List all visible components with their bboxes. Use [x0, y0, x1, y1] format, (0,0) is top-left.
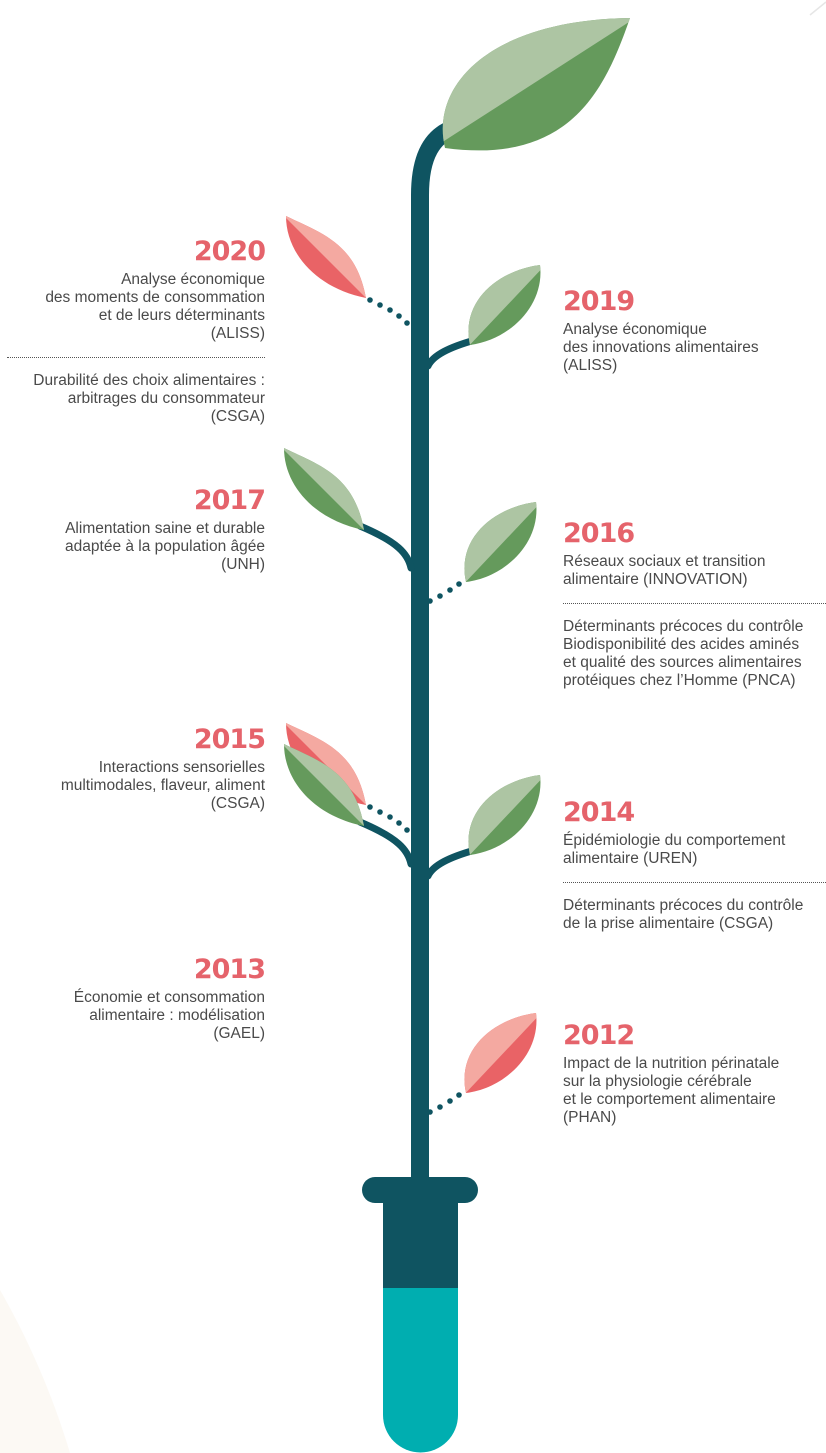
- text-line: Analyse économique: [121, 271, 265, 288]
- text-line: et de leurs déterminants: [98, 307, 265, 324]
- text-line: Économie et consommation: [73, 989, 265, 1006]
- text-line: Alimentation saine et durable: [65, 520, 265, 537]
- year-label: 2016: [563, 518, 635, 549]
- entry-text: Durabilité des choix alimentaires : arbi…: [7, 372, 265, 426]
- leaf-2016: [464, 502, 537, 582]
- year-label: 2013: [193, 954, 266, 985]
- leaf-2012: [464, 1013, 537, 1093]
- branch-2013: [356, 818, 415, 868]
- entry-2016: 2016 Réseaux sociaux et transition alime…: [563, 518, 826, 690]
- leaf-top: [442, 18, 630, 151]
- background-corner-line: [809, 1, 826, 16]
- test-tube-liquid: [383, 1288, 458, 1453]
- entry-text: Déterminants précoces du contrôle Biodis…: [563, 618, 826, 690]
- text-line: Biodisponibilité des acides aminés: [563, 636, 800, 653]
- entry-text: Alimentation saine et durable adaptée à …: [65, 520, 265, 574]
- text-line: et qualité des sources alimentaires: [563, 654, 802, 671]
- entry-2013: 2013 Économie et consommation alimentair…: [74, 954, 266, 1043]
- year-label: 2019: [563, 286, 635, 317]
- entry-text: Économie et consommation alimentaire : m…: [74, 989, 265, 1043]
- text-line: Épidémiologie du comportement: [563, 832, 786, 849]
- entry-text: Analyse économique des innovations alime…: [563, 321, 759, 375]
- text-line: Réseaux sociaux et transition: [563, 553, 766, 570]
- connector-2020: [367, 297, 410, 326]
- entry-text: Analyse économique des moments de consom…: [7, 271, 265, 343]
- entry-text: Déterminants précoces du contrôle de la …: [563, 897, 826, 933]
- dotted-separator: [563, 603, 826, 604]
- text-line: de la prise alimentaire (CSGA): [563, 915, 774, 932]
- text-line: Déterminants précoces du contrôle: [563, 897, 804, 914]
- text-line: protéiques chez l’Homme (PNCA): [563, 672, 796, 689]
- entry-text: Interactions sensorielles multimodales, …: [61, 759, 265, 813]
- branch-2017: [356, 522, 415, 572]
- text-line: (CSGA): [210, 408, 265, 425]
- text-line: adaptée à la population âgée: [65, 538, 265, 555]
- text-line: (PHAN): [563, 1109, 617, 1126]
- year-label: 2015: [193, 724, 266, 755]
- text-line: Durabilité des choix alimentaires :: [33, 372, 265, 389]
- year-label: 2012: [563, 1020, 635, 1051]
- year-label: 2020: [193, 236, 266, 267]
- text-line: des innovations alimentaires: [563, 339, 759, 356]
- stem: [411, 119, 464, 1189]
- text-line: Interactions sensorielles: [98, 759, 265, 776]
- text-line: des moments de consommation: [45, 289, 265, 306]
- text-line: (GAEL): [213, 1025, 265, 1042]
- text-line: alimentaire (INNOVATION): [563, 571, 748, 588]
- text-line: arbitrages du consommateur: [67, 390, 265, 407]
- leaf-2014: [468, 775, 541, 855]
- text-line: alimentaire : modélisation: [89, 1007, 265, 1024]
- branch-2014: [424, 846, 479, 880]
- text-line: (UNH): [221, 556, 265, 573]
- text-line: Déterminants précoces du contrôle: [563, 618, 804, 635]
- text-line: multimodales, flaveur, aliment: [60, 777, 265, 794]
- dotted-separator: [563, 882, 826, 883]
- text-line: sur la physiologie cérébrale: [563, 1073, 752, 1090]
- entry-text: Réseaux sociaux et transition alimentair…: [563, 553, 826, 589]
- entry-2020: 2020 Analyse économique des moments de c…: [7, 236, 266, 426]
- test-tube-cap: [362, 1177, 478, 1203]
- entry-text: Épidémiologie du comportement alimentair…: [563, 832, 826, 868]
- entry-2017: 2017 Alimentation saine et durable adapt…: [65, 485, 266, 574]
- text-line: Analyse économique: [563, 321, 707, 338]
- text-line: (ALISS): [563, 357, 618, 374]
- text-line: (CSGA): [210, 795, 265, 812]
- connector-2016: [427, 581, 462, 604]
- entry-2015: 2015 Interactions sensorielles multimoda…: [61, 724, 266, 813]
- entry-2012: 2012 Impact de la nutrition périnatale s…: [563, 1020, 779, 1127]
- text-line: (ALISS): [210, 325, 265, 342]
- text-line: Impact de la nutrition périnatale: [563, 1055, 780, 1072]
- text-line: alimentaire (UREN): [563, 850, 698, 867]
- leaf-2019: [468, 265, 541, 345]
- entry-2014: 2014 Épidémiologie du comportement alime…: [563, 797, 826, 933]
- dotted-separator: [7, 357, 265, 358]
- text-line: et le comportement alimentaire: [563, 1091, 776, 1108]
- connector-2015: [367, 804, 410, 833]
- entry-text: Impact de la nutrition périnatale sur la…: [563, 1055, 779, 1127]
- connector-2012: [427, 1092, 462, 1115]
- background-curve: [0, 1290, 70, 1453]
- test-tube-neck: [383, 1198, 458, 1288]
- year-label: 2014: [563, 797, 635, 828]
- entry-2019: 2019 Analyse économique des innovations …: [563, 286, 759, 375]
- year-label: 2017: [193, 485, 266, 516]
- branch-2019: [424, 336, 479, 370]
